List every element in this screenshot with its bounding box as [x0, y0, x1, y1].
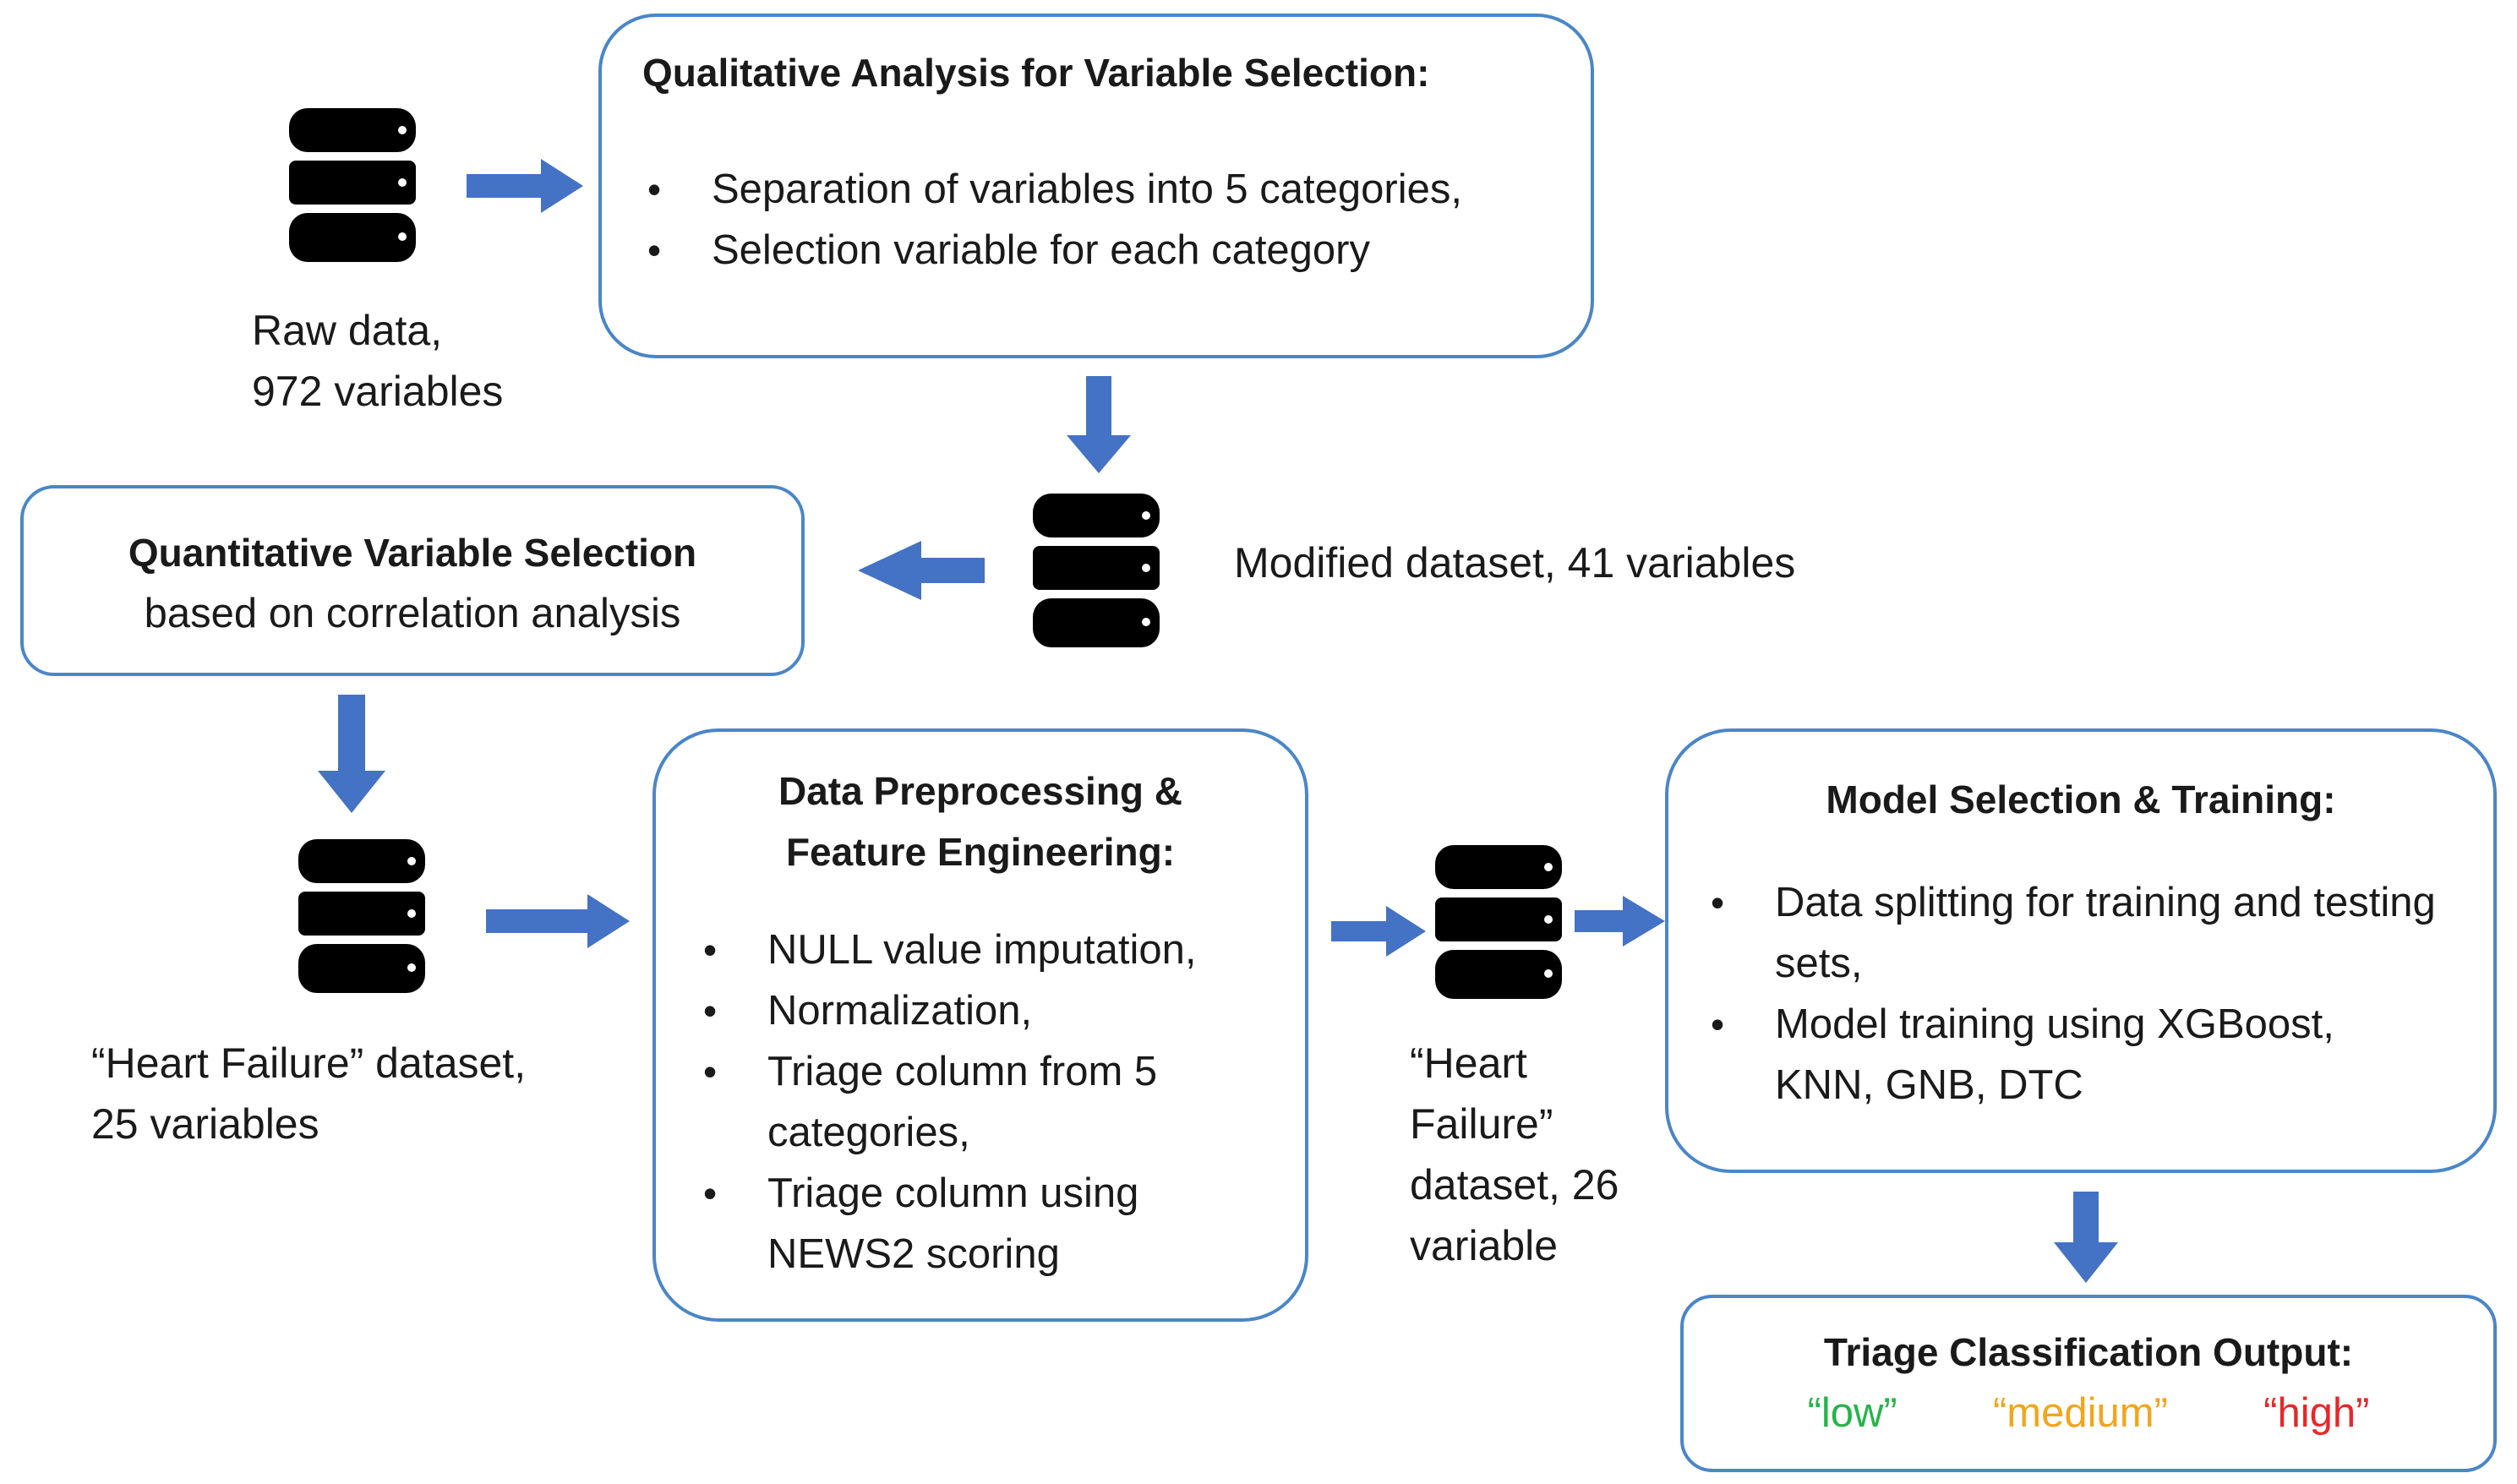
heart-failure-26-label: “Heart Failure” dataset, 26 variable [1410, 1033, 1619, 1276]
quantitative-selection-box: Quantitative Variable Selection based on… [20, 485, 805, 676]
heart-failure-25-database-icon [298, 839, 425, 993]
raw-data-line2: 972 variables [252, 368, 504, 415]
modified-dataset-database-icon [1033, 494, 1160, 647]
preprocessing-title-line1: Data Preprocessing & [778, 769, 1183, 813]
preprocessing-item: Normalization, [703, 980, 1227, 1041]
preprocessing-item: Triage column using NEWS2 scoring [703, 1163, 1227, 1285]
heart-failure-26-line1: “Heart [1410, 1039, 1527, 1087]
qualitative-list: Separation of variables into 5 categorie… [642, 159, 1591, 281]
modified-dataset-label: Modified dataset, 41 variables [1234, 539, 1796, 587]
raw-data-database-icon [289, 108, 416, 262]
arrow-qualitative-to-modified [1067, 376, 1131, 473]
heart-failure-25-line2: 25 variables [91, 1100, 319, 1148]
arrow-heart-failure-to-preprocessing [486, 894, 630, 948]
heart-failure-26-line2: Failure” [1410, 1100, 1553, 1148]
model-item: Model training using XGBoost, KNN, GNB, … [1711, 994, 2438, 1116]
heart-failure-26-line4: variable [1410, 1222, 1559, 1269]
arrow-dataset-to-model [1575, 896, 1665, 947]
preprocessing-list: NULL value imputation, Normalization, Tr… [656, 919, 1227, 1285]
preprocessing-item: NULL value imputation, [703, 919, 1227, 980]
preprocessing-title-line2: Feature Engineering: [785, 830, 1176, 874]
qualitative-title: Qualitative Analysis for Variable Select… [642, 51, 1430, 95]
arrow-model-to-output [2054, 1192, 2118, 1283]
output-title: Triage Classification Output: [1823, 1330, 2354, 1374]
preprocessing-box: Data Preprocessing & Feature Engineering… [652, 728, 1308, 1322]
triage-output-box: Triage Classification Output: “low” “med… [1680, 1295, 2497, 1472]
output-classes: “low” “medium” “high” [1684, 1383, 2493, 1443]
model-list: Data splitting for training and testing … [1668, 872, 2438, 1116]
raw-data-label: Raw data, 972 variables [252, 300, 503, 422]
arrow-preprocessing-to-dataset [1331, 906, 1426, 957]
qualitative-item: Selection variable for each category [647, 220, 1591, 281]
quantitative-title: Quantitative Variable Selection [128, 531, 697, 575]
heart-failure-26-database-icon [1435, 845, 1562, 999]
qualitative-analysis-box: Qualitative Analysis for Variable Select… [598, 14, 1594, 358]
model-selection-box: Model Selection & Training: Data splitti… [1665, 728, 2497, 1173]
arrow-modified-to-quantitative [858, 541, 985, 600]
model-title: Model Selection & Training: [1826, 777, 2336, 821]
heart-failure-26-line3: dataset, 26 [1410, 1161, 1619, 1208]
arrow-quantitative-to-heart-failure [318, 695, 385, 813]
model-item: Data splitting for training and testing … [1711, 872, 2438, 994]
output-high-label: “high” [2263, 1390, 2370, 1436]
qualitative-item: Separation of variables into 5 categorie… [647, 159, 1591, 220]
arrow-raw-to-qualitative [467, 159, 583, 213]
output-medium-label: “medium” [1992, 1390, 2168, 1436]
raw-data-line1: Raw data, [252, 307, 443, 354]
heart-failure-25-label: “Heart Failure” dataset, 25 variables [91, 1033, 526, 1154]
preprocessing-item: Triage column from 5 categories, [703, 1041, 1227, 1163]
heart-failure-25-line1: “Heart Failure” dataset, [91, 1039, 527, 1087]
output-low-label: “low” [1807, 1390, 1897, 1436]
quantitative-subtitle: based on correlation analysis [144, 591, 681, 636]
